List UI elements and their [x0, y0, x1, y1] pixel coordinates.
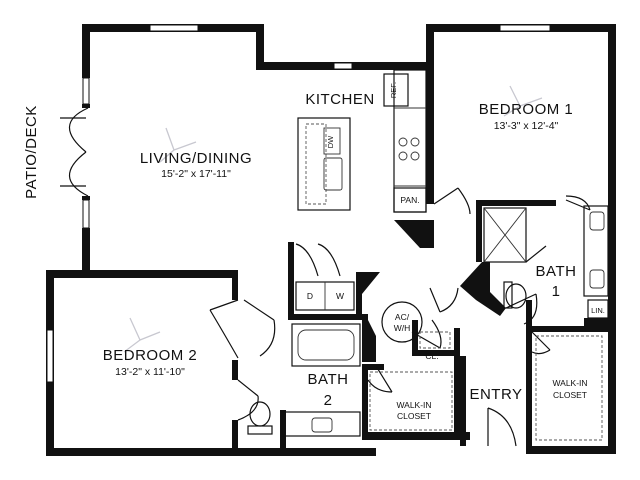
ceiling-fan-icon	[159, 127, 197, 163]
bathtub	[291, 323, 361, 367]
door-laundry	[295, 243, 341, 277]
washer-label: W	[336, 291, 344, 301]
bedroom1-dimensions: 13'-3" x 12'-4"	[494, 120, 559, 132]
shower-bath1	[483, 207, 547, 263]
dryer-label: D	[307, 291, 313, 301]
linen-label: LIN.	[591, 306, 605, 315]
pantry	[393, 187, 427, 213]
washer-dryer	[295, 281, 355, 311]
kitchen-island	[297, 117, 351, 211]
patio-deck-label: PATIO/DECK	[23, 105, 40, 199]
stove	[398, 137, 420, 161]
refrigerator	[383, 73, 409, 107]
vanity-bath1	[583, 205, 609, 297]
bedroom2-label: BEDROOM 2	[103, 347, 198, 364]
bath1-number: 1	[552, 283, 561, 300]
door-entry	[487, 407, 517, 447]
pantry-label: PAN.	[400, 195, 419, 205]
living-dining-label: LIVING/DINING	[140, 150, 252, 167]
dishwasher-label: DW	[326, 135, 335, 148]
closet-label: CL.	[425, 351, 438, 361]
bath2-label: BATH	[308, 371, 349, 388]
door-bath1	[505, 293, 538, 325]
walkin-closet-1	[369, 371, 453, 431]
patio-door	[60, 104, 90, 200]
window-living-upper	[82, 77, 90, 105]
ceiling-fan-icon	[503, 85, 543, 117]
entry-label: ENTRY	[469, 386, 522, 403]
window-top-living	[149, 24, 199, 32]
kitchen-label: KITCHEN	[305, 91, 374, 108]
door-closet	[411, 319, 442, 349]
vanity-bath2	[281, 411, 361, 437]
interior-walls	[232, 200, 612, 456]
window-kitchen	[333, 62, 353, 70]
bath1-label: BATH	[536, 263, 577, 280]
walkin1-label-line2: CLOSET	[397, 411, 431, 421]
water-heater-label: W/H	[394, 323, 411, 333]
toilet-bath2	[247, 401, 273, 435]
walkin-closet-2	[535, 335, 603, 441]
ceiling-fan-icon	[123, 317, 161, 353]
window-bedroom2	[46, 329, 54, 383]
walkin2-label-line2: CLOSET	[553, 390, 587, 400]
bath2-number: 2	[324, 392, 333, 409]
closet-shelf	[419, 331, 451, 349]
walkin2-label-line1: WALK-IN	[552, 378, 587, 388]
door-walkin1	[367, 365, 393, 393]
door-bath2-entry	[243, 299, 276, 357]
ac-label: AC/	[395, 312, 410, 322]
toilet-bath1	[503, 281, 527, 309]
walkin1-label-line1: WALK-IN	[396, 400, 431, 410]
door-bath2	[237, 379, 259, 421]
linen-closet	[587, 299, 609, 319]
bedroom2-dimensions: 13'-2" x 11'-10"	[115, 366, 185, 378]
ref-label: REF.	[389, 82, 398, 98]
window-bedroom1	[499, 24, 551, 32]
door-bedroom2	[209, 299, 239, 359]
living-dining-dimensions: 15'-2" x 17'-11"	[161, 168, 231, 180]
door-bedroom1	[433, 187, 471, 215]
ac-water-heater	[381, 301, 423, 343]
door-bath1-closet	[565, 195, 591, 211]
bedroom1-label: BEDROOM 1	[479, 101, 574, 118]
door-entry-hall	[429, 287, 459, 313]
window-living-lower	[82, 199, 90, 229]
door-walkin2	[531, 331, 551, 355]
